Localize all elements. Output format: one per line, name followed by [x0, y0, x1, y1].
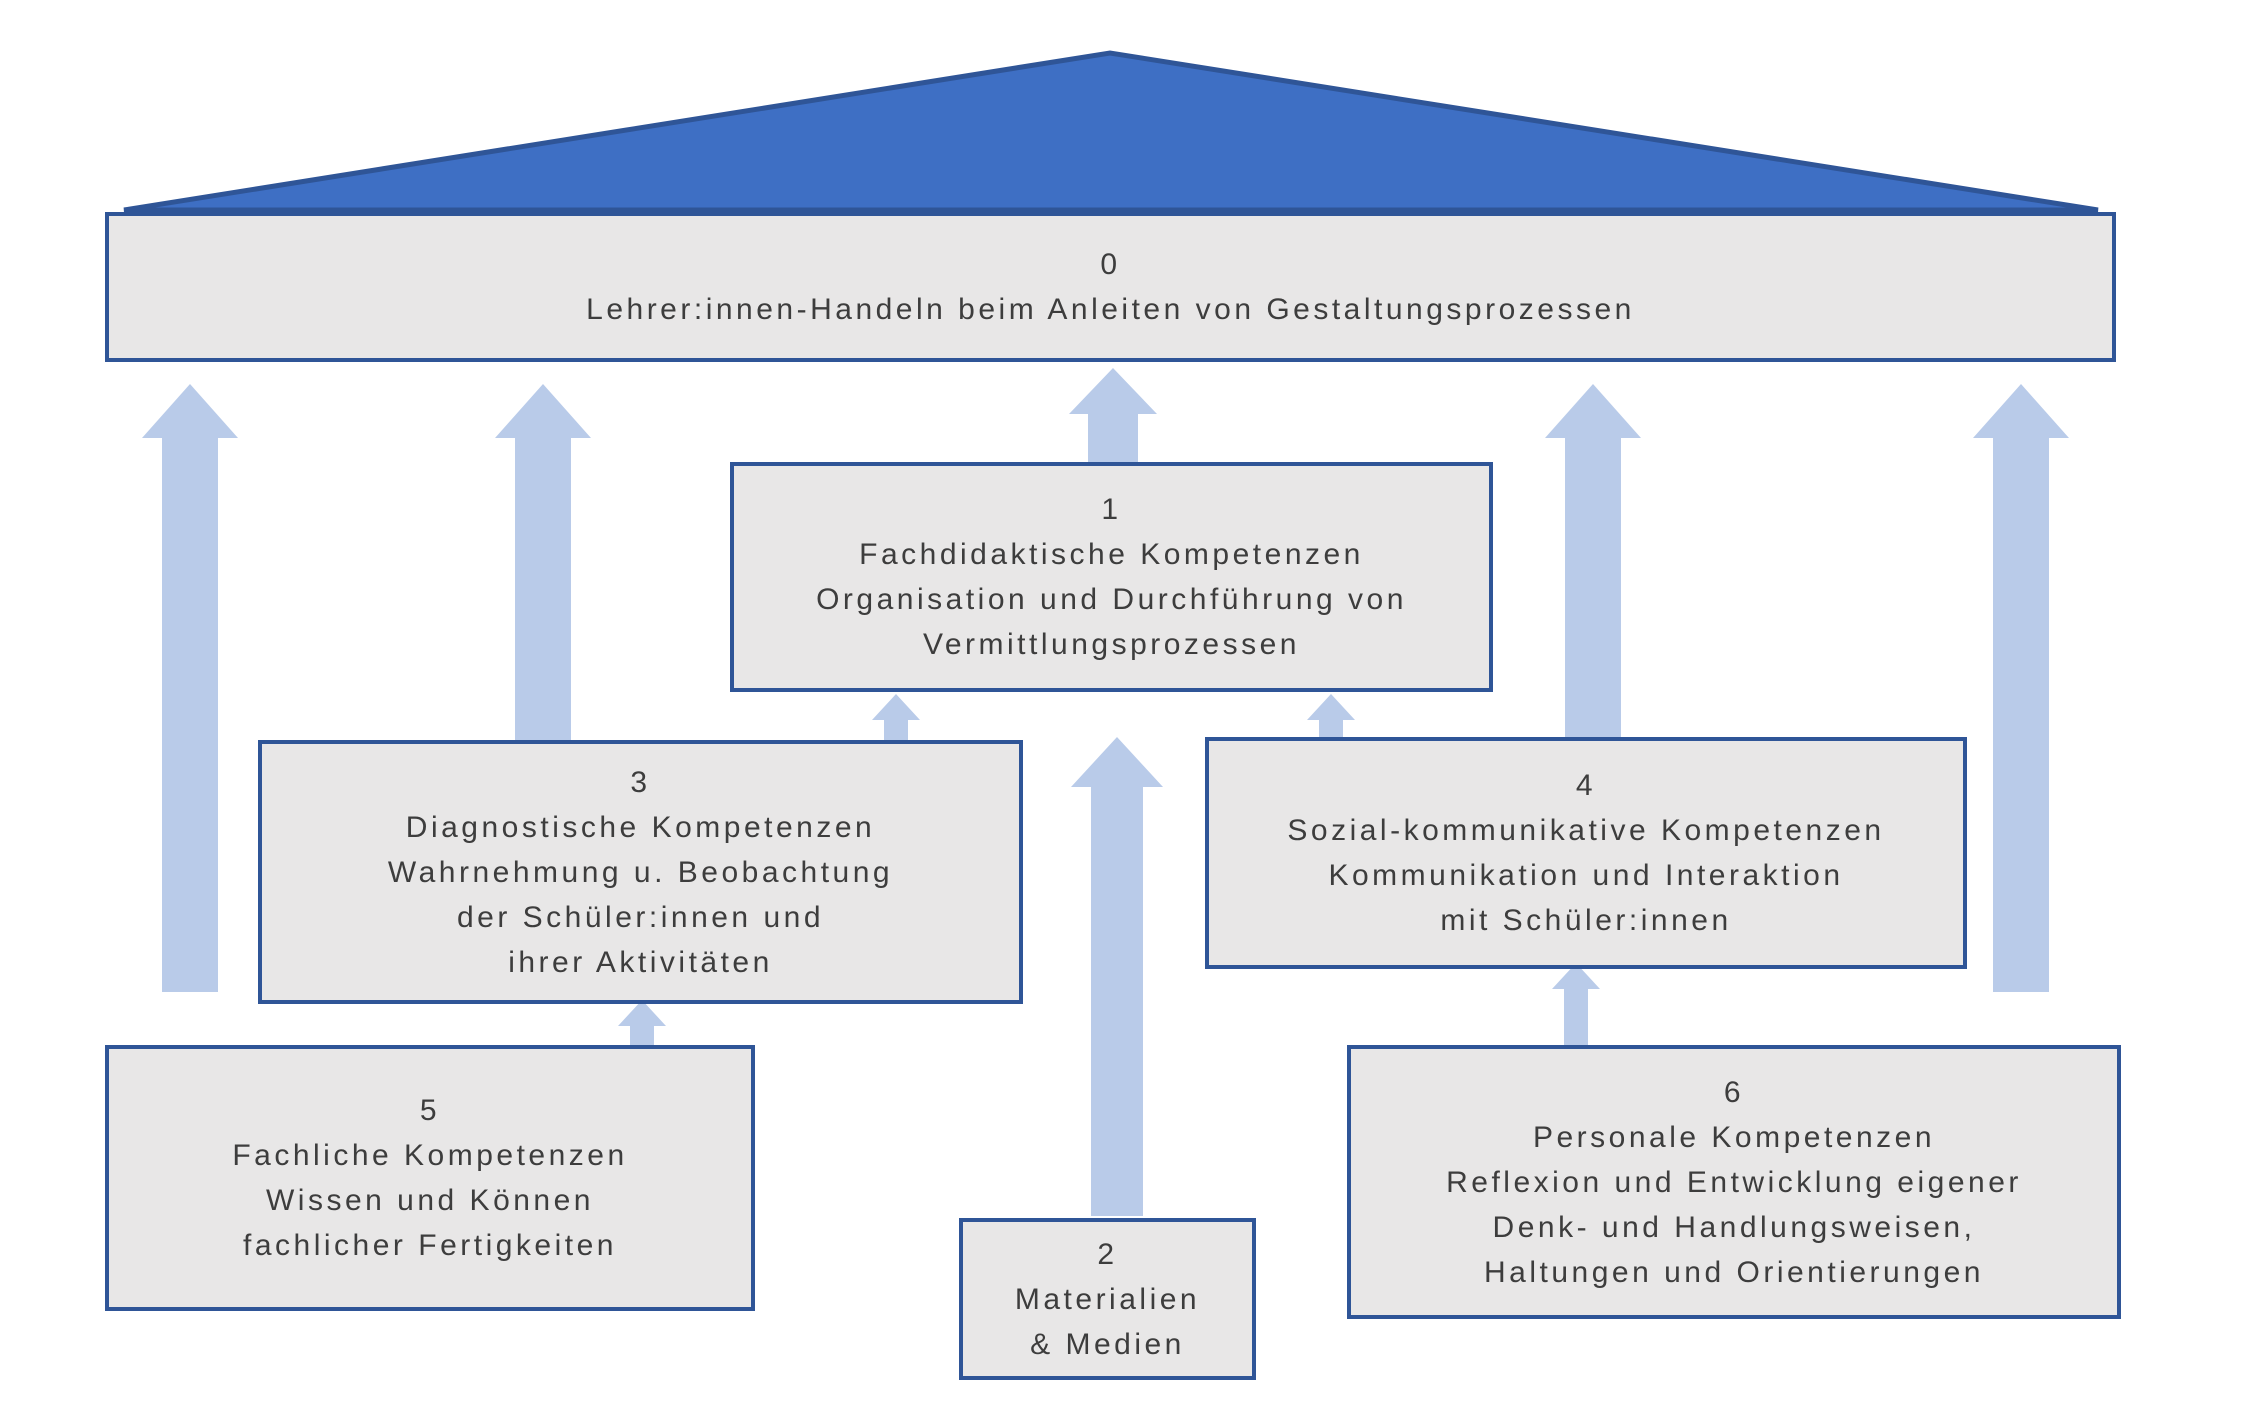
- box-0-lehrer-handeln: 0 Lehrer:innen-Handeln beim Anleiten von…: [105, 212, 2116, 362]
- box-5-line: Fachliche Kompetenzen: [232, 1139, 628, 1172]
- box-4-sozial-kommunikative-kompetenzen: 4 Sozial-kommunikative Kompetenzen Kommu…: [1205, 737, 1967, 969]
- box-1-line: Fachdidaktische Kompetenzen: [859, 538, 1364, 571]
- up-arrow-box4-to-box1-icon: [1307, 694, 1355, 740]
- box-4-line: mit Schüler:innen: [1440, 904, 1732, 937]
- up-arrow-box2-to-box1-icon: [1071, 737, 1163, 1216]
- box-3-line: Diagnostische Kompetenzen: [405, 810, 876, 844]
- box-5-line: fachlicher Fertigkeiten: [243, 1229, 617, 1262]
- box-1-line: Organisation und Durchführung von: [816, 583, 1407, 616]
- box-6-number: 6: [1723, 1075, 1745, 1109]
- box-5-line: Wissen und Können: [265, 1184, 594, 1217]
- roof-triangle: [123, 50, 2099, 213]
- box-2-number: 2: [1097, 1237, 1118, 1271]
- box-0-number: 0: [1100, 248, 1121, 281]
- box-3-line: der Schüler:innen und: [456, 900, 825, 934]
- box-3-line: Wahrnehmung u. Beobachtung: [387, 855, 894, 889]
- box-4-number: 4: [1575, 769, 1597, 802]
- box-5-fachliche-kompetenzen: 5 Fachliche Kompetenzen Wissen und Könne…: [105, 1045, 755, 1311]
- box-4-line: Sozial-kommunikative Kompetenzen: [1287, 814, 1885, 847]
- box-6-personale-kompetenzen: 6 Personale Kompetenzen Reflexion und En…: [1347, 1045, 2121, 1319]
- box-3-line: ihrer Aktivitäten: [508, 945, 773, 979]
- up-arrow-left-mid-icon: [495, 384, 591, 742]
- up-arrow-right-mid-icon: [1545, 384, 1641, 742]
- box-6-line: Haltungen und Orientierungen: [1484, 1255, 1984, 1289]
- box-6-line: Denk- und Handlungsweisen,: [1492, 1210, 1976, 1244]
- up-arrow-box5-to-box3-icon: [618, 1000, 666, 1047]
- box-1-fachdidaktische-kompetenzen: 1 Fachdidaktische Kompetenzen Organisati…: [730, 462, 1493, 692]
- box-6-line: Reflexion und Entwicklung eigener: [1446, 1165, 2022, 1199]
- up-arrow-far-right-icon: [1973, 384, 2069, 992]
- up-arrow-far-left-icon: [142, 384, 238, 992]
- box-1-line: Vermittlungsprozessen: [923, 628, 1300, 661]
- box-2-materialien-medien: 2 Materialien & Medien: [959, 1218, 1256, 1380]
- up-arrow-center-top-icon: [1069, 368, 1157, 462]
- box-4-line: Kommunikation und Interaktion: [1328, 859, 1844, 892]
- box-6-line: Personale Kompetenzen: [1532, 1120, 1936, 1154]
- up-arrow-box3-to-box1-icon: [872, 694, 920, 742]
- box-2-line: Materialien: [1014, 1282, 1201, 1316]
- box-1-number: 1: [1101, 493, 1122, 526]
- box-5-number: 5: [419, 1094, 441, 1127]
- box-2-line: & Medien: [1030, 1327, 1185, 1361]
- up-arrow-box6-to-box4-icon: [1552, 963, 1600, 1047]
- box-0-line: Lehrer:innen-Handeln beim Anleiten von G…: [586, 293, 1635, 326]
- box-3-diagnostische-kompetenzen: 3 Diagnostische Kompetenzen Wahrnehmung …: [258, 740, 1023, 1004]
- box-3-number: 3: [630, 765, 651, 799]
